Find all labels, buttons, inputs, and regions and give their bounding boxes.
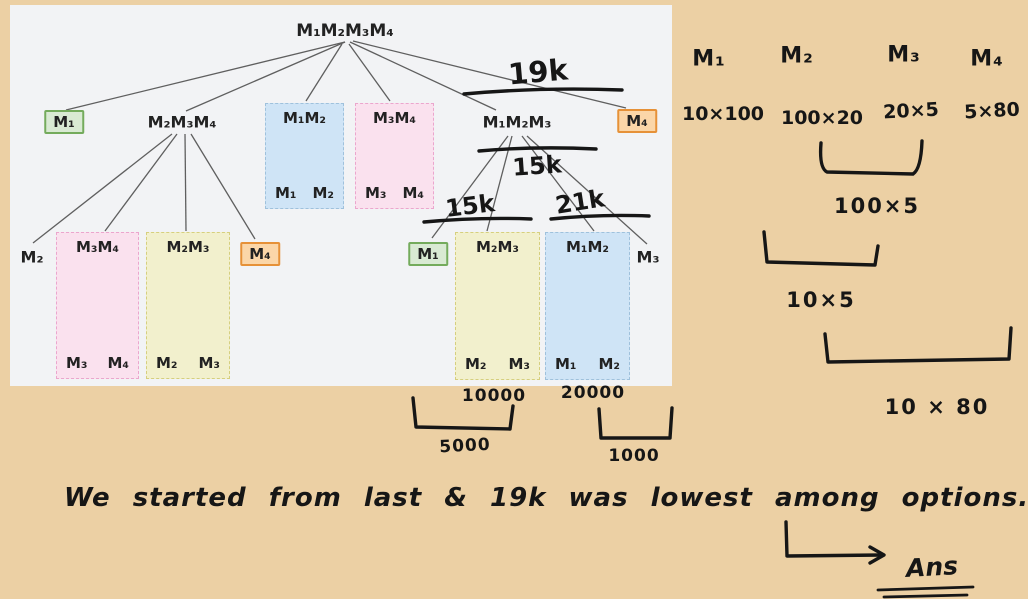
cost-19k-label: 19k [506, 52, 570, 92]
matrix-header-m4: M₄ [970, 46, 1004, 72]
matrix-header-m2: M₂ [780, 43, 814, 69]
combined-dim-10x5: 10×5 [786, 288, 856, 312]
tree-node-root: M₁M₂M₃M₄ [296, 21, 394, 41]
group-child: M₂ [312, 184, 335, 202]
answer-arrow [784, 520, 884, 558]
bracket-20000-1000 [597, 406, 674, 440]
value-20000-label: 20000 [560, 383, 626, 403]
conclusion-note: We started from last & 19k was lowest am… [64, 483, 1028, 513]
tree-group-m3m4-bottom-left: M₃M₄ M₃ M₄ [56, 232, 139, 379]
tree-node-m2-leaf: M₂ [20, 247, 44, 267]
group-label: M₁M₂ [566, 238, 609, 256]
answer-underline-1 [876, 585, 975, 592]
tree-group-m3m4-top: M₃M₄ M₃ M₄ [355, 103, 434, 209]
matrix-dim-m1: 10×100 [681, 103, 765, 125]
combined-dim-10x80: 10 × 80 [884, 395, 990, 419]
matrix-dim-m3: 20×5 [882, 98, 940, 124]
group-child: M₁ [275, 184, 297, 202]
matrix-dim-m2: 100×20 [780, 107, 864, 129]
tree-node-m4-bottom-left: M₄ [240, 242, 280, 266]
group-label: M₃M₄ [76, 238, 119, 256]
cost-15k-left-label: 15k [443, 189, 497, 223]
group-child: M₃ [66, 354, 88, 372]
tree-node-m1-bottom-right: M₁ [408, 242, 448, 266]
group-child: M₃ [508, 355, 531, 373]
tree-group-m1m2-top: M₁M₂ M₁ M₂ [265, 103, 344, 209]
tree-group-m1m2-bottom-right: M₁M₂ M₁ M₂ [545, 232, 630, 380]
group-child: M₃ [198, 354, 221, 372]
tree-node-m1m2m3: M₁M₂M₃ [482, 112, 552, 132]
cost-15k-mid-label: 15k [511, 150, 563, 182]
group-label: M₂M₃ [166, 238, 210, 256]
matrix-header-m1: M₁ [692, 46, 726, 72]
bracket-100x5 [818, 139, 924, 176]
group-child: M₄ [107, 354, 130, 372]
group-child: M₁ [555, 355, 577, 373]
bracket-10x80 [823, 326, 1013, 364]
matrix-header-m3: M₃ [887, 42, 921, 68]
answer-label: Ans [905, 551, 959, 583]
tree-node-m1-level1: M₁ [44, 110, 84, 134]
group-child: M₂ [156, 354, 178, 372]
value-10000-label: 10000 [461, 386, 527, 406]
answer-underline-2 [882, 593, 969, 599]
tree-group-m2m3-bottom-right: M₂M₃ M₂ M₃ [455, 232, 540, 380]
combined-dim-100x5: 100×5 [833, 194, 921, 218]
value-5000-label: 5000 [438, 434, 492, 458]
group-child: M₂ [465, 355, 487, 373]
tree-node-m4-level1: M₄ [617, 109, 657, 133]
group-child: M₄ [402, 184, 425, 202]
tree-node-m3-leaf: M₃ [636, 247, 660, 267]
group-child: M₃ [365, 184, 387, 202]
answer-arrowhead [868, 545, 886, 565]
group-label: M₂M₃ [476, 238, 519, 256]
tree-group-m2m3-bottom-left: M₂M₃ M₂ M₃ [146, 232, 230, 379]
tree-node-m2m3m4: M₂M₃M₄ [147, 112, 217, 132]
group-label: M₁M₂ [283, 109, 326, 127]
bracket-10x5 [762, 230, 880, 267]
matrix-dim-m4: 5×80 [963, 98, 1021, 124]
group-label: M₃M₄ [373, 109, 416, 127]
group-child: M₂ [598, 355, 621, 373]
value-1000-label: 1000 [608, 446, 660, 466]
